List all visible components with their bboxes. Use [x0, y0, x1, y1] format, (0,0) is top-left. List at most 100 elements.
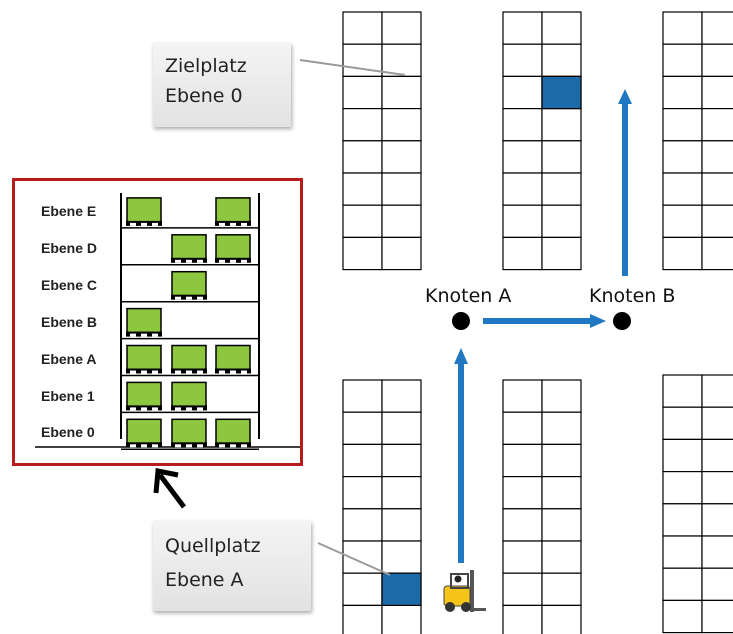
pallet-icon — [215, 418, 251, 448]
rack-slot — [381, 508, 422, 542]
pallet-icon — [171, 344, 207, 374]
rack-slot — [541, 476, 582, 510]
rack-slot — [662, 75, 703, 110]
rack-slot — [541, 540, 582, 574]
rack-slot — [381, 107, 422, 142]
rack-slot — [502, 107, 543, 142]
callout-source-line2: Ebene A — [165, 569, 244, 591]
rack-slot — [662, 172, 703, 206]
node-b-label: Knoten B — [589, 285, 676, 307]
level-label: Ebene C — [41, 276, 98, 293]
rack-slot — [502, 508, 543, 542]
level-label: Ebene 0 — [41, 424, 95, 441]
rack-slot — [342, 172, 383, 206]
rack-slot — [381, 140, 422, 174]
callout-target-slot: Zielplatz Ebene 0 — [153, 43, 291, 127]
callout-source-line1: Quellplatz — [165, 535, 261, 557]
pallet-icon — [171, 270, 207, 300]
rack-slot — [541, 236, 582, 271]
pallet-icon — [171, 234, 207, 263]
rack-slot — [342, 476, 383, 510]
rack-slot — [381, 11, 422, 45]
rack-slot — [701, 599, 733, 634]
pallet-icon — [215, 344, 251, 374]
rack-slot — [502, 604, 543, 634]
rack-slot — [662, 107, 703, 142]
rack-slot — [701, 43, 733, 78]
rack-slot — [662, 374, 703, 408]
rack-slot — [502, 379, 543, 413]
rack-slot — [701, 471, 733, 505]
rack-slot — [342, 411, 383, 446]
rack-slot — [662, 567, 703, 602]
rack-slot — [662, 43, 703, 78]
pallet-icon — [126, 197, 162, 226]
rack-slot — [701, 236, 733, 271]
rack-slot — [541, 604, 582, 634]
pallet-icon — [215, 197, 251, 226]
rack-slot — [541, 443, 582, 478]
pallet-icon — [126, 344, 162, 374]
callout-target-line1: Zielplatz — [165, 55, 247, 77]
route-arrow-up-right — [618, 89, 632, 276]
rack-slot — [381, 75, 422, 110]
rack-slot — [502, 140, 543, 174]
rack-slot — [662, 204, 703, 238]
rack-slot — [381, 379, 422, 413]
rack-slot — [502, 11, 543, 45]
rack-slot — [342, 107, 383, 142]
pallet-icon — [126, 381, 162, 411]
pallet-icon — [126, 418, 162, 448]
rack-slot — [342, 443, 383, 478]
rack-slot — [502, 236, 543, 271]
rack-slot — [701, 567, 733, 602]
rack-slot — [502, 572, 543, 607]
rack-slot — [701, 374, 733, 408]
rack-slot — [701, 11, 733, 45]
rack-slot — [342, 11, 383, 45]
rack-slot — [381, 540, 422, 574]
rack-slot — [502, 204, 543, 238]
rack-slot — [701, 172, 733, 206]
rack-slot — [502, 443, 543, 478]
rack-slot — [662, 471, 703, 505]
route-arrow-up-left — [454, 348, 468, 563]
route-arrow-right — [483, 314, 606, 328]
rack-slot — [662, 406, 703, 441]
rack-slot — [381, 204, 422, 238]
rack-slot — [541, 172, 582, 206]
rack-slot — [381, 411, 422, 446]
rack-slot — [381, 236, 422, 271]
pallet-icon — [126, 307, 162, 337]
pallet-icon — [215, 234, 251, 263]
rack-slot — [342, 572, 383, 607]
node-a-dot — [452, 312, 470, 330]
rack-slot — [381, 476, 422, 510]
pallet-icon — [171, 418, 207, 448]
rack-slot — [701, 535, 733, 569]
rack-slot — [701, 75, 733, 110]
rack-slot — [701, 503, 733, 537]
source-slot-highlight — [381, 572, 422, 607]
rack-slot — [342, 508, 383, 542]
rack-slot — [381, 43, 422, 78]
rack-slot — [502, 411, 543, 446]
callout-target-line2: Ebene 0 — [165, 85, 243, 107]
rack-slot — [701, 204, 733, 238]
pointer-arrow-icon — [153, 468, 186, 509]
node-b-dot — [613, 312, 631, 330]
rack-slot — [502, 75, 543, 110]
rack-slot — [541, 11, 582, 45]
rack-slot — [541, 140, 582, 174]
rack-slot — [342, 204, 383, 238]
level-rack-drawing — [35, 193, 300, 451]
callout-source-leader — [317, 542, 391, 576]
rack-slot — [662, 140, 703, 174]
node-a-label: Knoten A — [425, 285, 512, 307]
level-label: Ebene A — [41, 350, 97, 367]
rack-slot — [701, 406, 733, 441]
rack-slot — [502, 540, 543, 574]
rack-slot — [541, 107, 582, 142]
rack-slot — [342, 236, 383, 271]
